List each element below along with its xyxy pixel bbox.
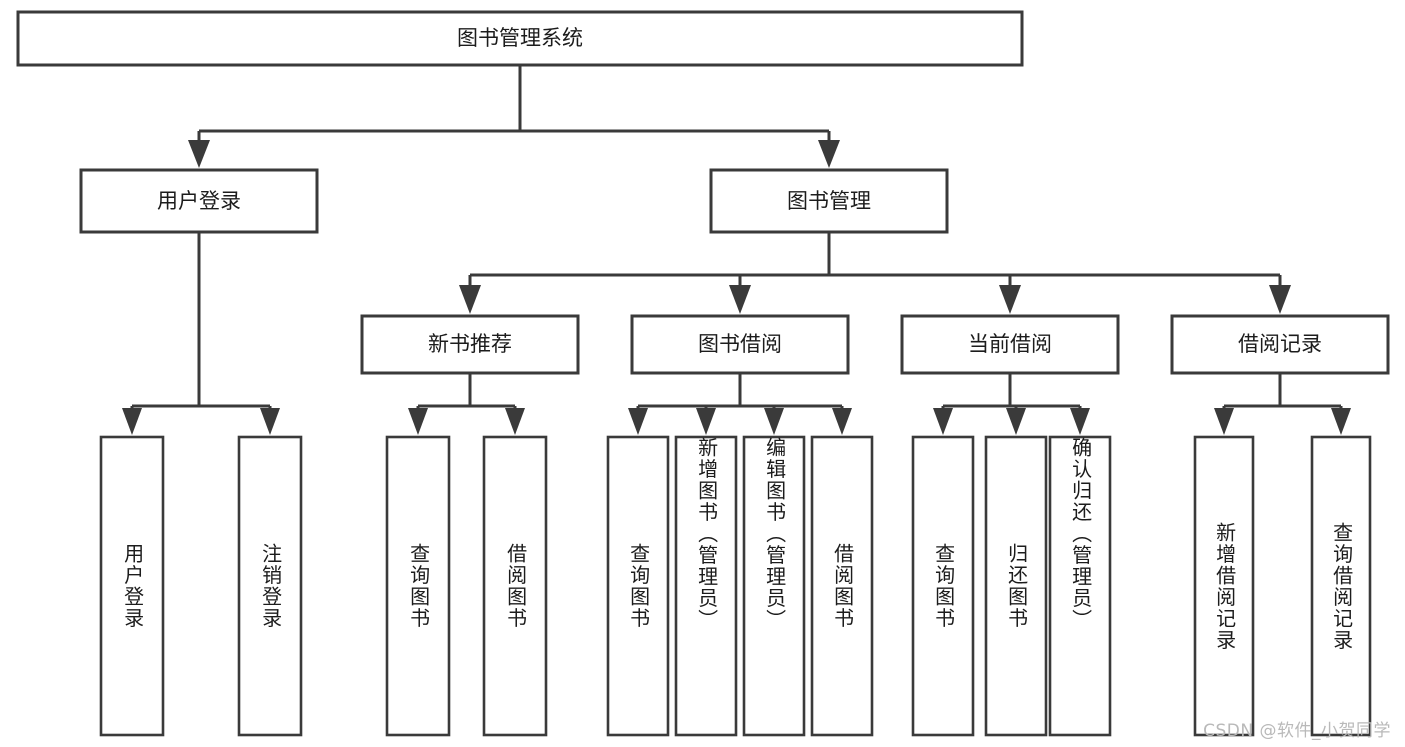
arrow-head-leaf-7 [764,408,784,435]
arrow-head-user-login [188,140,210,168]
connector-group-borrow-record [1214,373,1351,435]
node-user-login-label: 用户登录 [157,189,241,213]
leaf-boxes [99,435,1372,737]
node-book-borrow[interactable]: 图书借阅 [630,314,850,375]
node-book-borrow-label: 图书借阅 [698,332,782,356]
leaf-box-query-book-2[interactable] [606,435,670,737]
arrow-head-leaf-9 [933,408,953,435]
connector-group-current-borrow [933,373,1090,435]
connector-group-root [188,65,840,168]
node-new-book-recommend-label: 新书推荐 [428,332,512,356]
arrow-head-leaf-12 [1214,408,1234,435]
node-user-login-box[interactable] [79,168,319,234]
node-current-borrow[interactable]: 当前借阅 [900,314,1120,375]
node-book-manage-label: 图书管理 [787,189,871,213]
arrow-head-leaf-6 [696,408,716,435]
arrow-head-leaf-8 [832,408,852,435]
leaf-box-query-book-1[interactable] [385,435,451,737]
leaf-box-return-book[interactable] [984,435,1048,737]
node-user-login[interactable]: 用户登录 [79,168,319,234]
leaf-box-confirm-return-admin[interactable] [1048,435,1112,737]
leaf-box-add-record[interactable] [1193,435,1255,737]
arrow-head-leaf-11 [1070,408,1090,435]
leaf-box-borrow-book-2[interactable] [810,435,874,737]
node-root-box[interactable] [16,10,1024,67]
leaf-box-user-login[interactable] [99,435,165,737]
node-book-manage[interactable]: 图书管理 [709,168,949,234]
arrow-head-leaf-4 [505,408,525,435]
connector-group-user-login [122,232,280,435]
leaf-box-add-book-admin[interactable] [674,435,738,737]
node-book-manage-box[interactable] [709,168,949,234]
leaf-box-logout[interactable] [237,435,303,737]
node-root[interactable]: 图书管理系统 [16,10,1024,67]
node-borrow-record-label: 借阅记录 [1238,332,1322,356]
arrow-head-leaf-13 [1331,408,1351,435]
leaf-box-borrow-book-1[interactable] [482,435,548,737]
arrow-head-new-book [459,285,481,314]
arrow-head-leaf-3 [408,408,428,435]
arrow-head-leaf-2 [260,408,280,435]
node-new-book-recommend-box[interactable] [360,314,580,375]
arrow-head-leaf-1 [122,408,142,435]
arrow-head-borrow-record [1269,285,1291,314]
node-book-borrow-box[interactable] [630,314,850,375]
node-new-book-recommend[interactable]: 新书推荐 [360,314,580,375]
node-current-borrow-label: 当前借阅 [968,332,1052,356]
arrow-head-leaf-10 [1006,408,1026,435]
node-borrow-record[interactable]: 借阅记录 [1170,314,1390,375]
connector-group-book-manage [459,232,1291,314]
arrow-head-current-borrow [999,285,1021,314]
connector-group-borrow-book [628,373,852,435]
leaf-box-query-book-3[interactable] [911,435,975,737]
arrow-head-borrow-book [729,285,751,314]
leaf-box-query-record[interactable] [1310,435,1372,737]
node-current-borrow-box[interactable] [900,314,1120,375]
connector-group-new-book [408,373,525,435]
csdn-watermark: CSDN @软件_小贺同学 [1203,721,1391,741]
arrow-head-leaf-5 [628,408,648,435]
arrow-head-book-manage [818,140,840,168]
leaf-box-edit-book-admin[interactable] [742,435,806,737]
node-borrow-record-box[interactable] [1170,314,1390,375]
node-root-label: 图书管理系统 [457,26,583,50]
